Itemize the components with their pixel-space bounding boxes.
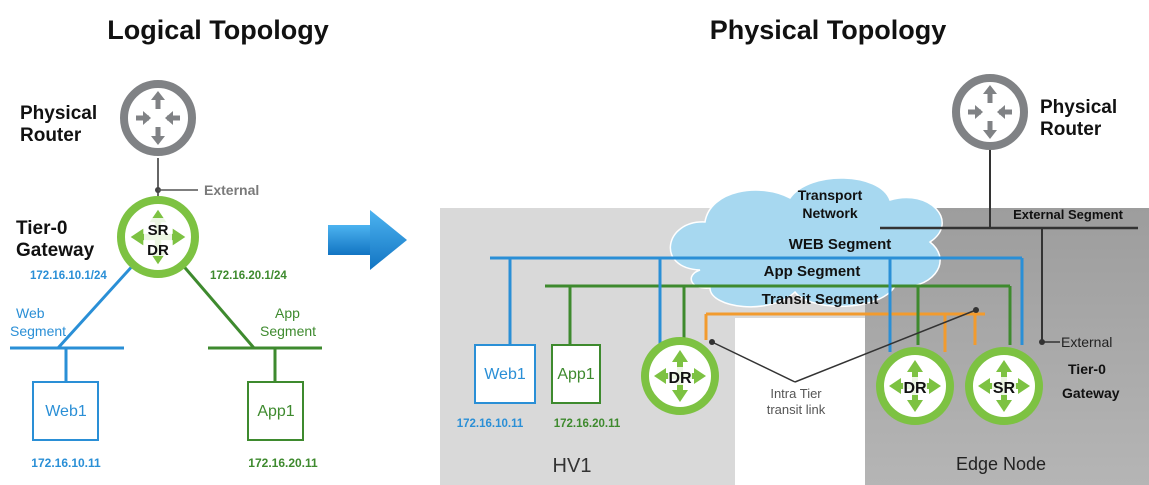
app-segment-label: App Segment [764, 263, 861, 280]
app-gateway-ip: 172.16.20.1/24 [210, 270, 287, 282]
tier0-physical-label-line2: Gateway [1062, 385, 1120, 401]
transport-network-label-line2: Network [802, 205, 857, 221]
logical-topology-title: Logical Topology [107, 15, 328, 45]
logical-topology: External Physical Router SR DR Tier-0 Ga… [10, 84, 322, 470]
app-segment-label-line1: App [275, 305, 300, 321]
web-segment-label: WEB Segment [789, 236, 892, 253]
physical-router-label-line1: Physical [1040, 97, 1117, 118]
app-vm-physical [551, 344, 601, 404]
physical-router-label-line2: Router [20, 125, 82, 146]
sr-edge-label: SR [993, 380, 1016, 397]
tier0-physical-label-line1: Tier-0 [1068, 361, 1106, 377]
sr-label: SR [148, 222, 169, 239]
web-vm-label: Web1 [45, 403, 87, 420]
transition-arrow [328, 210, 407, 270]
dr-hv1-label: DR [668, 370, 692, 387]
web-vm-ip: 172.16.10.11 [31, 456, 101, 470]
app-vm-physical-ip: 172.16.20.11 [554, 418, 621, 430]
physical-router-label-line1: Physical [20, 103, 97, 124]
dr-edge-label: DR [903, 380, 927, 397]
external-label: External [204, 182, 259, 198]
app-vm-label: App1 [257, 403, 294, 420]
app-segment-label-line2: Segment [260, 323, 316, 339]
external-segment-label: External Segment [1013, 207, 1123, 222]
dr-hv1-icon [641, 337, 719, 415]
physical-router-icon [956, 78, 1024, 146]
app-vm [247, 381, 304, 441]
dr-edge-icon [876, 347, 954, 425]
edge-node-label: Edge Node [956, 454, 1046, 474]
router-icon [124, 84, 192, 152]
transit-segment-label: Transit Segment [762, 291, 879, 308]
tier0-label-line2: Gateway [16, 240, 95, 261]
physical-topology: Transport Network External Segment Exter… [440, 78, 1149, 485]
transport-network-cloud [669, 177, 943, 308]
app-vm-physical-label: App1 [557, 366, 594, 383]
tier0-label-line1: Tier-0 [16, 218, 67, 239]
intra-tier-label-line2: transit link [767, 402, 826, 417]
intra-tier-label-line1: Intra Tier [770, 386, 822, 401]
web-segment-label-line1: Web [16, 305, 45, 321]
hv1-label: HV1 [553, 455, 592, 477]
web-vm [32, 381, 99, 441]
physical-topology-title: Physical Topology [710, 15, 947, 45]
external-label-physical: External [1061, 334, 1112, 350]
intra-tier-transit-link [711, 341, 796, 383]
app-vm-ip: 172.16.20.11 [248, 456, 318, 470]
physical-router-label-line2: Router [1040, 119, 1102, 140]
web-vm-physical [474, 344, 536, 404]
transport-network-label-line1: Transport [798, 187, 863, 203]
web-gateway-ip: 172.16.10.1/24 [30, 270, 107, 282]
web-vm-physical-ip: 172.16.10.11 [457, 418, 524, 430]
web-segment-label-line2: Segment [10, 323, 66, 339]
sr-edge-icon [965, 347, 1043, 425]
dr-label: DR [147, 242, 169, 259]
web-vm-physical-label: Web1 [484, 366, 526, 383]
tier0-gateway-icon [117, 196, 199, 278]
